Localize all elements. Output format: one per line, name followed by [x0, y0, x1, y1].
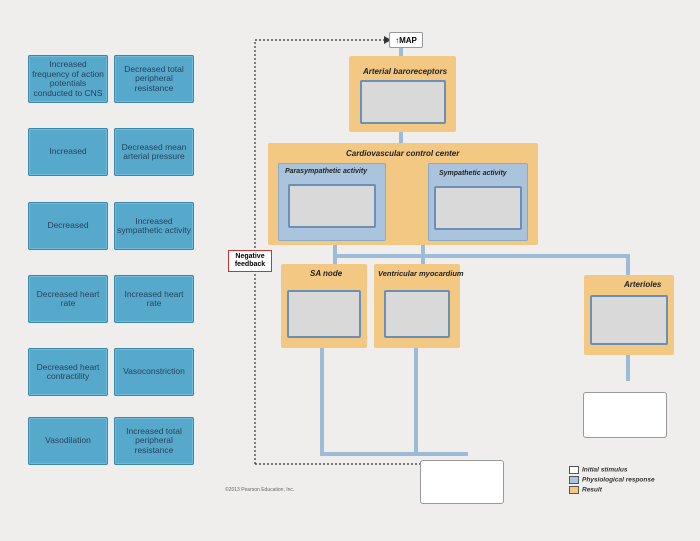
sa-node-label: SA node — [310, 269, 343, 278]
parasympathetic-panel: Parasympathetic activity — [278, 163, 386, 241]
pipe-sa-bottom — [320, 348, 324, 454]
legend: Initial stimulus Physiological response … — [569, 466, 655, 496]
pipe-sa-down — [333, 254, 337, 268]
drop-zone-arterioles-result[interactable] — [583, 392, 667, 438]
tile-increased-sympathetic[interactable]: Increased sympathetic activity — [114, 202, 194, 250]
pipe-arterioles-down — [626, 254, 630, 280]
control-center-label: Cardiovascular control center — [346, 149, 460, 158]
tile-decreased-contractility[interactable]: Decreased heart contractility — [28, 348, 108, 396]
sympathetic-label: Sympathetic activity — [439, 170, 507, 177]
drop-zone-parasympathetic[interactable] — [288, 184, 376, 228]
pipe-symp-down — [421, 245, 425, 257]
drop-zone-baroreceptors[interactable] — [360, 80, 446, 124]
baroreceptors-panel: Arterial baroreceptors — [349, 56, 456, 132]
drop-zone-sympathetic[interactable] — [434, 186, 522, 230]
legend-physiological-response: Physiological response — [569, 476, 655, 484]
tile-decreased-map[interactable]: Decreased mean arterial pressure — [114, 128, 194, 176]
pipe-vent-down — [421, 254, 425, 268]
tile-increased-action-potentials[interactable]: Increased frequency of action potentials… — [28, 55, 108, 103]
drop-zone-arterioles[interactable] — [590, 295, 668, 345]
legend-swatch-white — [569, 466, 579, 474]
pipe-vent-bottom — [414, 348, 418, 454]
sa-node-panel: SA node — [281, 264, 367, 348]
baroreceptors-label: Arterial baroreceptors — [363, 67, 448, 76]
drop-zone-final-result[interactable] — [420, 460, 504, 504]
control-center-panel: Cardiovascular control center Parasympat… — [268, 143, 538, 245]
ventricular-label: Ventricular myocardium — [378, 269, 464, 278]
map-stimulus-box: ↑MAP — [389, 32, 423, 48]
legend-swatch-orange — [569, 486, 579, 494]
tile-vasodilation[interactable]: Vasodilation — [28, 417, 108, 465]
pipe-distribution — [335, 254, 627, 258]
arterioles-panel: Arterioles — [584, 275, 674, 355]
pipe-para-down — [333, 245, 337, 257]
arterioles-label: Arterioles — [624, 280, 662, 289]
drop-zone-sa-node[interactable] — [287, 290, 361, 338]
negative-feedback-label: Negative feedback — [228, 250, 272, 272]
tile-decreased-tpr[interactable]: Decreased total peripheral resistance — [114, 55, 194, 103]
tile-decreased-heart-rate[interactable]: Decreased heart rate — [28, 275, 108, 323]
tile-increased-heart-rate[interactable]: Increased heart rate — [114, 275, 194, 323]
tile-vasoconstriction[interactable]: Vasoconstriction — [114, 348, 194, 396]
legend-initial-stimulus: Initial stimulus — [569, 466, 655, 474]
ventricular-panel: Ventricular myocardium — [374, 264, 464, 348]
arrow-baro-control — [399, 132, 403, 144]
pipe-arterioles-bottom — [626, 355, 630, 381]
tile-decreased[interactable]: Decreased — [28, 202, 108, 250]
copyright-text: ©2013 Pearson Education, Inc. — [225, 487, 295, 493]
tile-increased[interactable]: Increased — [28, 128, 108, 176]
tile-increased-tpr[interactable]: Increased total peripheral resistance — [114, 417, 194, 465]
parasympathetic-label: Parasympathetic activity — [285, 168, 368, 175]
legend-result: Result — [569, 486, 655, 494]
legend-swatch-blue — [569, 476, 579, 484]
sympathetic-panel: Sympathetic activity — [428, 163, 528, 241]
arrow-map-baroreceptors — [399, 48, 403, 58]
drop-zone-ventricular[interactable] — [384, 290, 450, 338]
pipe-merge — [320, 452, 468, 456]
